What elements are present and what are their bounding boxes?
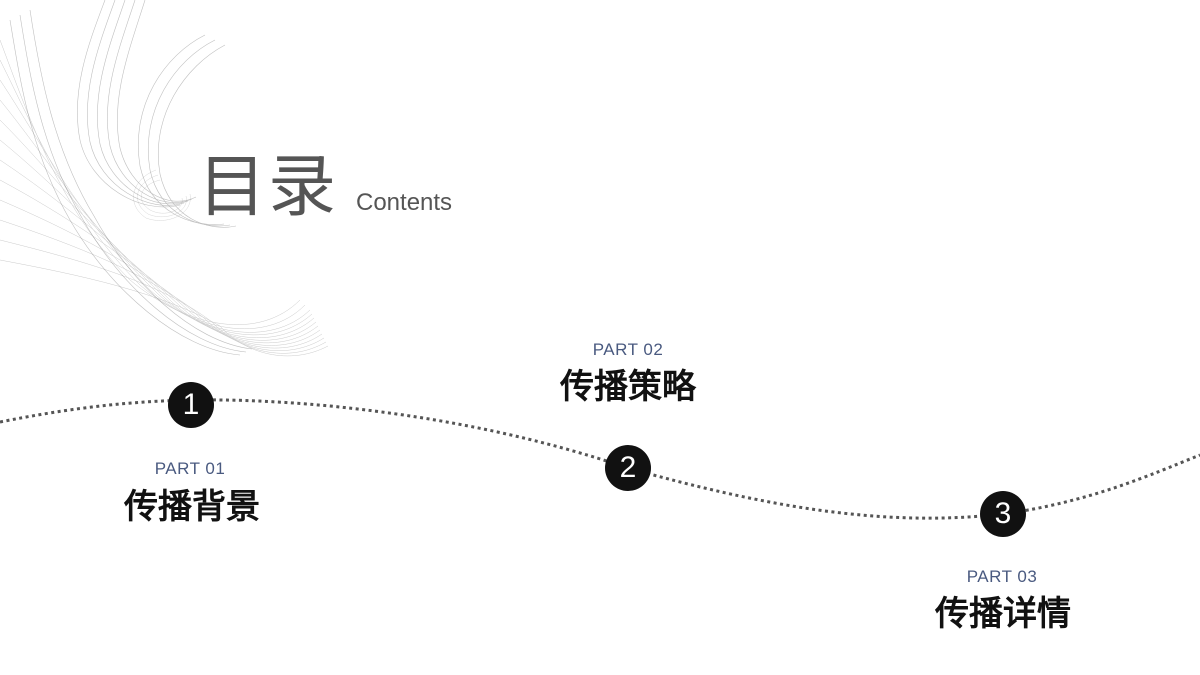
part-2-number-badge[interactable]: 2 (605, 445, 651, 491)
part-3-label: PART 03 (966, 567, 1038, 586)
part-2-label: PART 02 (592, 340, 664, 359)
page-title: 目录 (198, 148, 339, 227)
part-1-number-badge[interactable]: 1 (168, 382, 214, 428)
part-3-number-badge[interactable]: 3 (980, 491, 1026, 537)
part-2-title[interactable]: 传播策略 (560, 367, 696, 407)
page-subtitle: Contents (356, 189, 453, 216)
part-3-title[interactable]: 传播详情 (935, 594, 1071, 634)
part-1-title[interactable]: 传播背景 (124, 487, 260, 527)
part-1-label: PART 01 (154, 459, 226, 478)
